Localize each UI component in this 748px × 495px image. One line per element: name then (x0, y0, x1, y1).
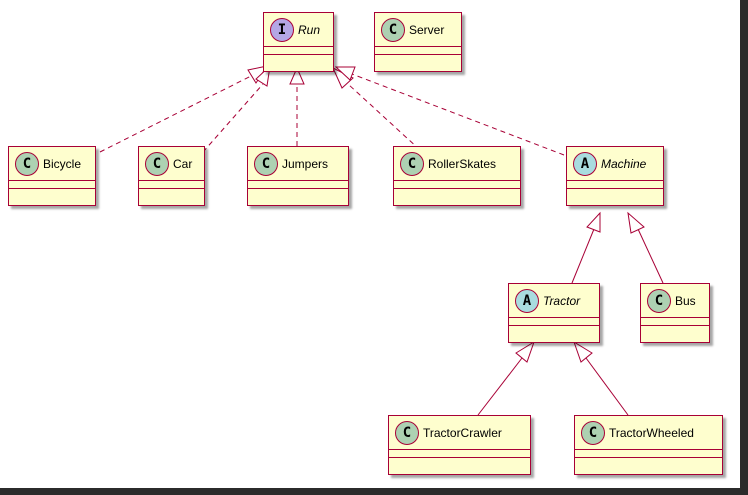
attributes-section (509, 318, 599, 326)
attributes-section (264, 47, 333, 55)
class-badge-icon: C (581, 420, 605, 445)
methods-section (394, 189, 520, 196)
class-server[interactable]: C Server (374, 12, 462, 72)
class-bicycle[interactable]: C Bicycle (8, 146, 96, 206)
class-name: Server (409, 22, 445, 37)
class-badge-icon: C (395, 420, 419, 445)
attributes-section (139, 181, 204, 189)
methods-section (509, 326, 599, 333)
methods-section (641, 326, 709, 333)
class-bus[interactable]: C Bus (640, 283, 710, 343)
class-name: TractorWheeled (609, 425, 694, 440)
class-name: Run (298, 22, 321, 37)
class-name: Jumpers (282, 156, 329, 171)
methods-section (9, 189, 95, 196)
edge-tractorwheeled-tractor (573, 340, 629, 416)
class-tractorwheeled[interactable]: C TractorWheeled (574, 415, 723, 475)
class-rollerskates[interactable]: C RollerSkates (393, 146, 521, 206)
edge-tractor-machine (571, 211, 601, 284)
edge-bus-machine (627, 211, 664, 284)
edge-car-run (202, 64, 271, 153)
edge-jumpers-run (289, 66, 305, 146)
methods-section (575, 458, 722, 465)
attributes-section (567, 181, 663, 189)
relations-layer (99, 64, 664, 416)
abstract-badge-icon: A (573, 151, 597, 176)
class-badge-icon: C (647, 288, 671, 313)
class-name: RollerSkates (428, 156, 497, 171)
edge-tractorcrawler-tractor (477, 340, 535, 416)
class-machine[interactable]: A Machine (566, 146, 664, 206)
attributes-section (375, 47, 461, 55)
attributes-section (641, 318, 709, 326)
class-name: Bicycle (43, 156, 82, 171)
methods-section (248, 189, 348, 196)
class-badge-icon: C (15, 151, 39, 176)
edge-bicycle-run (99, 65, 269, 153)
attributes-section (9, 181, 95, 189)
methods-section (389, 458, 530, 465)
class-jumpers[interactable]: C Jumpers (247, 146, 349, 206)
methods-section (567, 189, 663, 196)
edge-machine-run (334, 66, 565, 156)
methods-section (375, 55, 461, 62)
attributes-section (248, 181, 348, 189)
class-car[interactable]: C Car (138, 146, 205, 206)
class-tractor[interactable]: A Tractor (508, 283, 600, 343)
class-badge-icon: C (400, 151, 424, 176)
diagram-canvas: I Run C Server C Bicycle C Car C (0, 0, 740, 488)
interface-badge-icon: I (270, 17, 294, 42)
methods-section (139, 189, 204, 196)
abstract-badge-icon: A (515, 288, 539, 313)
edge-rollerskates-run (331, 66, 421, 151)
class-badge-icon: C (254, 151, 278, 176)
attributes-section (389, 450, 530, 458)
class-tractorcrawler[interactable]: C TractorCrawler (388, 415, 531, 475)
class-name: Car (173, 156, 193, 171)
class-name: Bus (675, 293, 696, 308)
attributes-section (575, 450, 722, 458)
class-badge-icon: C (381, 17, 405, 42)
class-run[interactable]: I Run (263, 12, 334, 72)
class-name: TractorCrawler (423, 425, 502, 440)
attributes-section (394, 181, 520, 189)
methods-section (264, 55, 333, 62)
class-badge-icon: C (145, 151, 169, 176)
class-name: Machine (601, 156, 647, 171)
class-name: Tractor (543, 293, 581, 308)
